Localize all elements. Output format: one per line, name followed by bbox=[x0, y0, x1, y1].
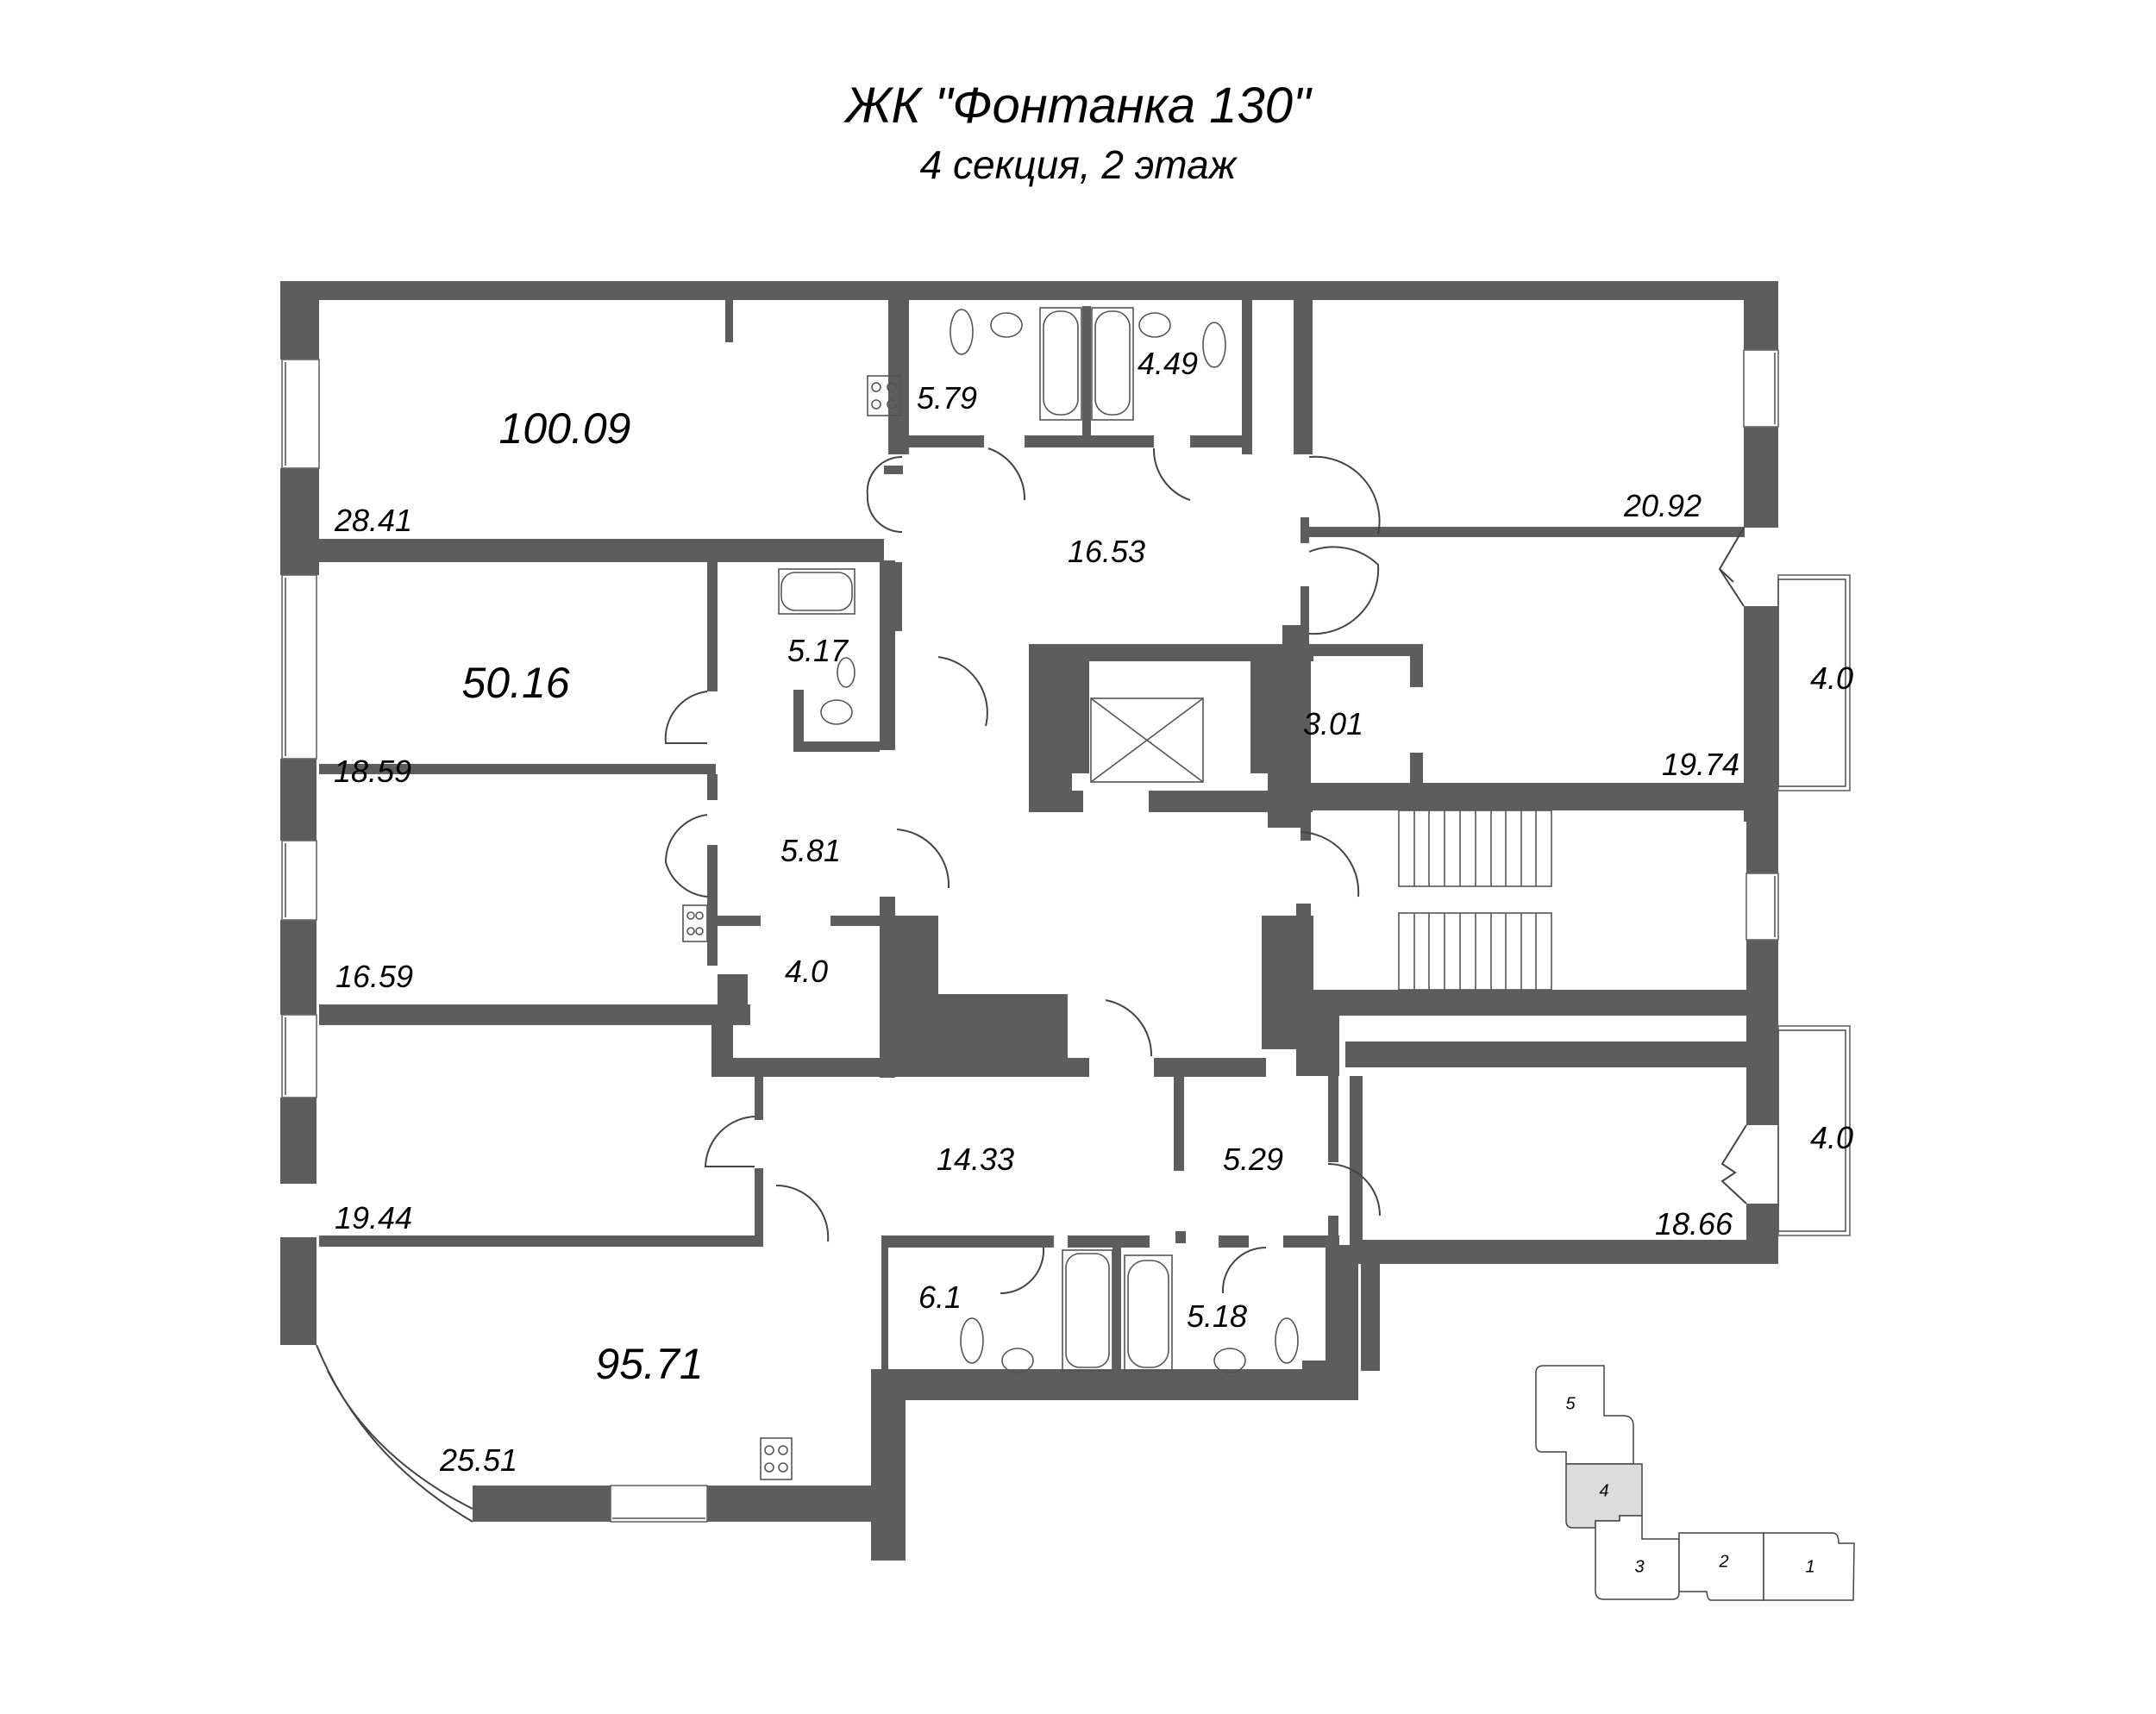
key-section-5 bbox=[1535, 1365, 1634, 1465]
key-section-label-4: 4 bbox=[1599, 1481, 1609, 1501]
stairs-icon bbox=[1398, 810, 1552, 991]
balconies bbox=[1777, 574, 1851, 1236]
balcony-area-label: 4.0 bbox=[1809, 1120, 1854, 1155]
room-area-label: 18.66 bbox=[1654, 1206, 1733, 1242]
key-section-1 bbox=[1763, 1532, 1855, 1601]
room-area-label: 5.18 bbox=[1186, 1298, 1248, 1334]
room-area-label: 5.17 bbox=[787, 633, 849, 668]
apartment-total-area: 100.09 bbox=[498, 404, 631, 453]
room-area-label: 25.51 bbox=[439, 1442, 518, 1478]
balcony-area-label: 4.0 bbox=[1809, 660, 1854, 696]
apartment-total-area: 95.71 bbox=[595, 1340, 704, 1388]
key-section-label-1: 1 bbox=[1805, 1557, 1815, 1577]
key-section-3 bbox=[1595, 1515, 1680, 1600]
room-area-label: 3.01 bbox=[1302, 706, 1364, 741]
windows bbox=[281, 349, 1779, 1523]
doors bbox=[316, 447, 1747, 1523]
key-section-label-2: 2 bbox=[1719, 1552, 1729, 1572]
room-area-label: 19.44 bbox=[334, 1200, 413, 1235]
key-section-label-3: 3 bbox=[1634, 1557, 1645, 1577]
elevator-icon bbox=[1090, 697, 1204, 783]
room-area-label: 5.81 bbox=[780, 833, 842, 868]
room-area-label: 6.1 bbox=[918, 1279, 962, 1315]
room-area-label: 4.49 bbox=[1137, 346, 1199, 381]
fixtures bbox=[682, 307, 1299, 1480]
section-floor-subtitle: 4 секция, 2 этаж bbox=[919, 141, 1237, 187]
room-area-label: 5.79 bbox=[916, 380, 978, 416]
room-area-label: 18.59 bbox=[333, 754, 412, 789]
key-section-2 bbox=[1678, 1532, 1764, 1601]
room-area-label: 28.41 bbox=[334, 503, 413, 538]
room-area-label: 5.29 bbox=[1222, 1142, 1284, 1177]
key-plan bbox=[1535, 1365, 1855, 1601]
room-area-label: 20.92 bbox=[1623, 488, 1702, 523]
plan-header: ЖК "Фонтанка 130" 4 секция, 2 этаж bbox=[0, 76, 2156, 191]
room-area-label: 16.53 bbox=[1067, 534, 1146, 569]
apartment-total-area: 50.16 bbox=[461, 659, 570, 707]
interior-walls bbox=[319, 299, 1764, 1378]
complex-title: ЖК "Фонтанка 130" bbox=[845, 78, 1311, 134]
room-area-label: 4.0 bbox=[784, 954, 829, 989]
key-section-label-5: 5 bbox=[1565, 1394, 1576, 1414]
room-area-label: 16.59 bbox=[335, 959, 414, 994]
room-area-label: 19.74 bbox=[1661, 747, 1740, 782]
outer-walls bbox=[280, 281, 1778, 1561]
room-area-label: 14.33 bbox=[936, 1142, 1015, 1177]
